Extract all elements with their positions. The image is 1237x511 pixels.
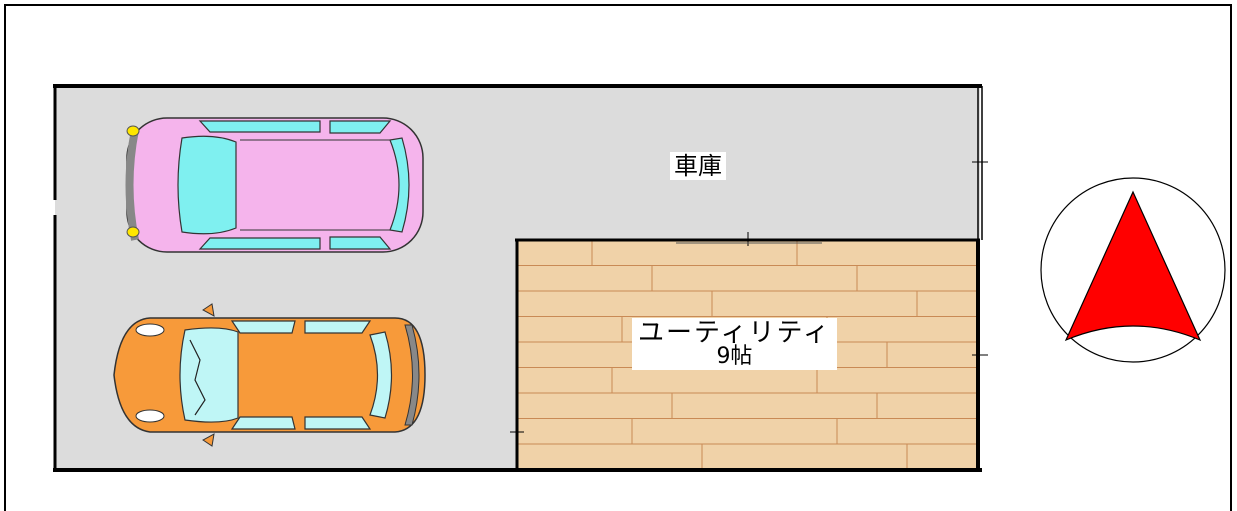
utility-room-name: ユーティリティ bbox=[638, 318, 831, 348]
pink-car bbox=[125, 117, 424, 253]
utility-label: ユーティリティ 9帖 bbox=[632, 318, 837, 370]
north-arrow-icon bbox=[1040, 177, 1226, 363]
outer-frame bbox=[4, 4, 1232, 511]
utility-walls bbox=[510, 232, 988, 470]
utility-room-size: 9帖 bbox=[716, 344, 753, 369]
orange-car bbox=[113, 303, 426, 447]
garage-label: 車庫 bbox=[670, 152, 726, 180]
